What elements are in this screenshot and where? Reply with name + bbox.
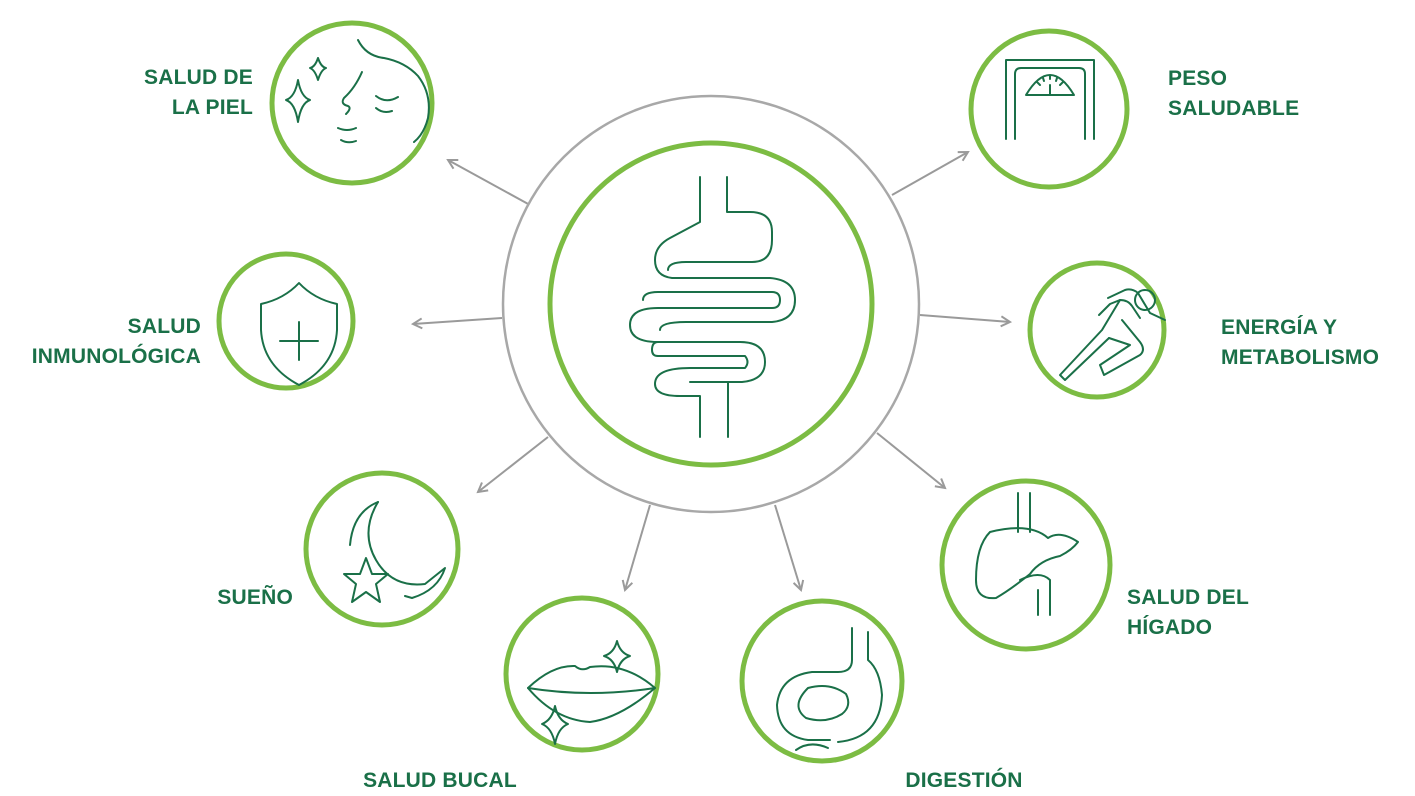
label-digestion: DIGESTIÓN [864, 766, 1064, 796]
node-ring [216, 251, 356, 391]
label-skin-line-1: SALUD DE [144, 66, 253, 89]
moon-star-icon [343, 501, 446, 603]
arrow-to-digestion [774, 504, 801, 590]
node-ring [739, 598, 905, 764]
arrow-to-energy [919, 314, 1010, 322]
liver-icon [975, 492, 1079, 616]
label-liver-line-2: HÍGADO [1127, 616, 1213, 639]
shield-plus-icon [260, 282, 338, 386]
arrow-to-weight [891, 152, 968, 196]
label-digestion-line-1: DIGESTIÓN [905, 769, 1023, 792]
intestine-icon [629, 176, 796, 438]
label-skin: SALUD DE LA PIEL [100, 63, 253, 123]
label-liver: SALUD DEL HÍGADO [1127, 583, 1327, 643]
node-ring [968, 28, 1130, 190]
arrow-to-oral [625, 504, 651, 590]
center-ring [547, 140, 875, 468]
label-energy-line-2: METABOLISMO [1221, 346, 1380, 369]
node-liver [939, 478, 1113, 652]
label-oral-line-1: SALUD BUCAL [363, 769, 517, 792]
lips-icon [527, 640, 656, 745]
node-weight [968, 28, 1130, 190]
node-oral [503, 595, 661, 753]
node-digestion [739, 598, 905, 764]
label-immune-line-1: SALUD [127, 315, 201, 338]
label-immune: SALUD INMUNOLÓGICA [0, 312, 201, 372]
node-ring [303, 470, 461, 628]
label-weight-line-1: PESO [1168, 67, 1228, 90]
runner-icon [1059, 288, 1166, 381]
node-ring [269, 20, 435, 186]
stomach-icon [776, 627, 883, 751]
arrow-to-skin [448, 160, 531, 206]
face-icon [285, 39, 430, 144]
arrow-to-liver [876, 432, 945, 488]
node-ring [1027, 260, 1167, 400]
arrow-to-sleep [478, 436, 549, 492]
arrow-to-immune [413, 317, 503, 324]
label-skin-line-2: LA PIEL [171, 96, 253, 119]
label-immune-line-2: INMUNOLÓGICA [31, 345, 201, 368]
label-oral: SALUD BUCAL [340, 766, 540, 796]
label-weight: PESO SALUDABLE [1168, 64, 1368, 124]
label-energy-line-1: ENERGÍA Y [1221, 316, 1338, 339]
node-ring [939, 478, 1113, 652]
label-weight-line-2: SALUDABLE [1168, 97, 1300, 120]
node-sleep [303, 470, 461, 628]
label-sleep: SUEÑO [150, 583, 293, 613]
label-liver-line-1: SALUD DEL [1127, 586, 1249, 609]
connector-arrows [413, 152, 1010, 590]
node-skin [269, 20, 435, 186]
center-hub [501, 94, 921, 514]
scale-icon [1005, 59, 1095, 140]
node-energy [1027, 260, 1167, 400]
label-energy: ENERGÍA Y METABOLISMO [1221, 313, 1411, 373]
node-immune [216, 251, 356, 391]
label-sleep-line-1: SUEÑO [217, 586, 293, 609]
